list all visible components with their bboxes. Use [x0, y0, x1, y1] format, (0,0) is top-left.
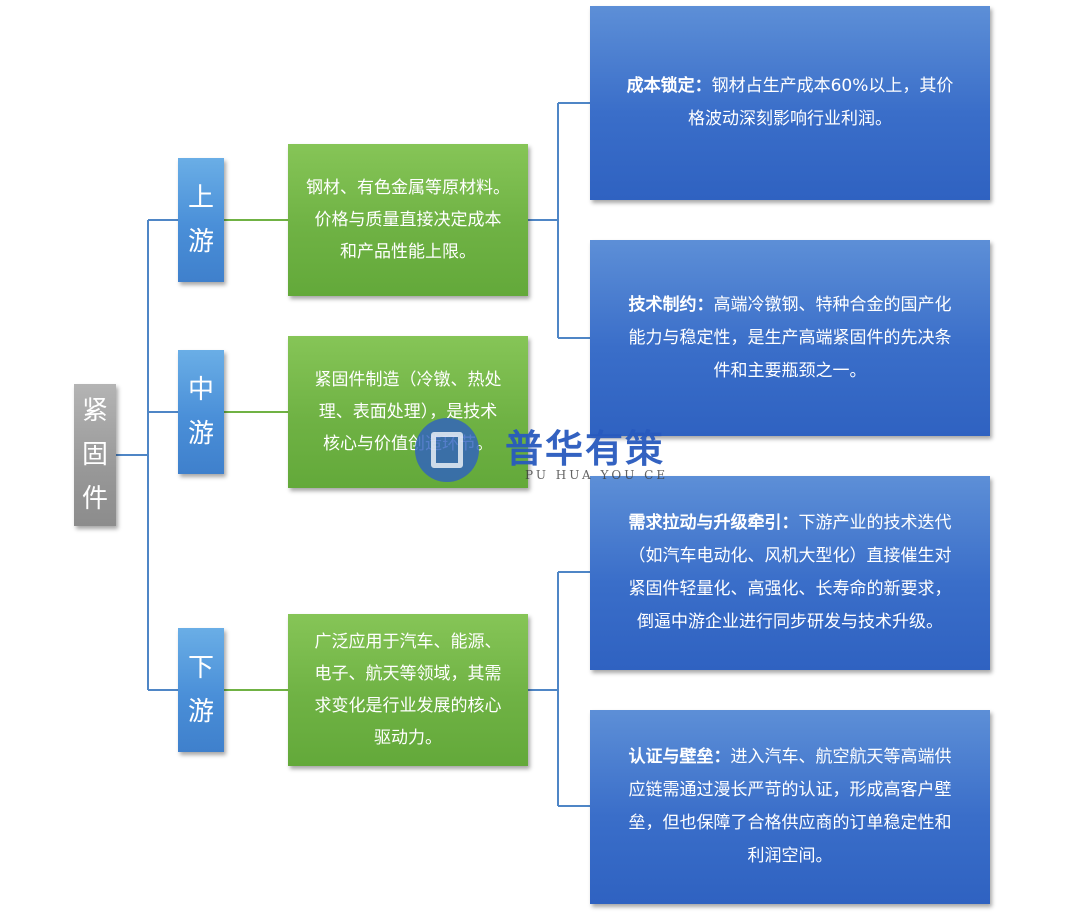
detail-title: 成本锁定 [626, 76, 695, 96]
logo-mark-icon [415, 418, 479, 482]
connector-upstream-bracket [528, 102, 590, 339]
detail-separator: ： [781, 513, 799, 533]
watermark-logo: 普华有策 PU HUA YOU CE [415, 418, 685, 488]
watermark-en-text: PU HUA YOU CE [525, 468, 669, 482]
detail-separator: ： [696, 294, 714, 315]
description-line: 价格与质量直接决定成本 [314, 210, 502, 230]
midstream-description-box: 紧固件制造（冷镦、热处 理、表面处理），是技术 核心与价值创造环节。 [288, 336, 528, 488]
watermark-cn-text: 普华有策 [505, 427, 666, 471]
stage-char: 游 [187, 227, 214, 257]
upstream-description-box: 钢材、有色金属等原材料。 价格与质量直接决定成本 和产品性能上限。 [288, 144, 528, 296]
technology-constraint-box: 技术制约：高端冷镦钢、特种合金的国产化 能力与稳定性，是生产高端紧固件的先决条 … [590, 240, 990, 436]
stage-char: 游 [187, 697, 214, 727]
detail-line: 高端冷镦钢、特种合金的国产化 [713, 294, 952, 315]
detail-line: 垒，但也保障了合格供应商的订单稳定性和 [628, 813, 952, 833]
detail-line: 件和主要瓶颈之一。 [713, 360, 867, 381]
detail-separator: ： [694, 76, 712, 96]
connector-downstream-bracket [528, 571, 590, 807]
detail-line: 应链需通过漫长严苛的认证，形成高客户壁 [628, 780, 952, 800]
description-line: 广泛应用于汽车、能源、 [314, 632, 502, 652]
root-char: 固 [81, 440, 108, 470]
root-node-fastener: 紧 固 件 [74, 384, 116, 526]
stage-char: 游 [187, 419, 214, 449]
description-line: 求变化是行业发展的核心 [314, 696, 502, 716]
detail-title: 需求拉动与升级牵引 [628, 513, 782, 533]
description-line: 驱动力。 [374, 728, 442, 748]
detail-separator: ： [713, 747, 731, 767]
downstream-description-box: 广泛应用于汽车、能源、 电子、航天等领域，其需 求变化是行业发展的核心 驱动力。 [288, 614, 528, 766]
description-line: 和产品性能上限。 [340, 242, 476, 262]
detail-line: 紧固件轻量化、高强化、长寿命的新要求， [628, 579, 952, 599]
detail-line: （如汽车电动化、风机大型化）直接催生对 [628, 546, 952, 566]
detail-line: 进入汽车、航空航天等高端供 [730, 747, 952, 767]
connector-root-bracket [116, 219, 178, 691]
description-line: 理、表面处理），是技术 [318, 402, 498, 422]
cost-lock-box: 成本锁定：钢材占生产成本60%以上，其价 格波动深刻影响行业利润。 [590, 6, 990, 200]
stage-node-downstream: 下 游 [178, 628, 224, 752]
root-char: 件 [81, 484, 108, 514]
description-line: 钢材、有色金属等原材料。 [306, 178, 510, 198]
detail-line: 格波动深刻影响行业利润。 [687, 109, 892, 129]
stage-node-midstream: 中 游 [178, 350, 224, 474]
demand-pull-box: 需求拉动与升级牵引：下游产业的技术迭代 （如汽车电动化、风机大型化）直接催生对 … [590, 476, 990, 670]
detail-title: 认证与壁垒 [628, 747, 714, 767]
root-char: 紧 [81, 396, 108, 426]
stage-char: 下 [187, 653, 214, 683]
detail-line: 倒逼中游企业进行同步研发与技术升级。 [637, 612, 943, 632]
stage-char: 上 [187, 183, 214, 213]
detail-line: 钢材占生产成本60%以上，其价 [711, 76, 954, 96]
detail-line: 下游产业的技术迭代 [798, 513, 952, 533]
certification-barrier-box: 认证与壁垒：进入汽车、航空航天等高端供 应链需通过漫长严苛的认证，形成高客户壁 … [590, 710, 990, 904]
description-line: 紧固件制造（冷镦、热处 [314, 370, 502, 390]
description-line: 电子、航天等领域，其需 [314, 664, 502, 684]
detail-title: 技术制约 [628, 294, 697, 315]
stage-char: 中 [187, 375, 214, 405]
detail-line: 利润空间。 [747, 846, 833, 866]
detail-line: 能力与稳定性，是生产高端紧固件的先决条 [628, 327, 952, 348]
stage-node-upstream: 上 游 [178, 158, 224, 282]
